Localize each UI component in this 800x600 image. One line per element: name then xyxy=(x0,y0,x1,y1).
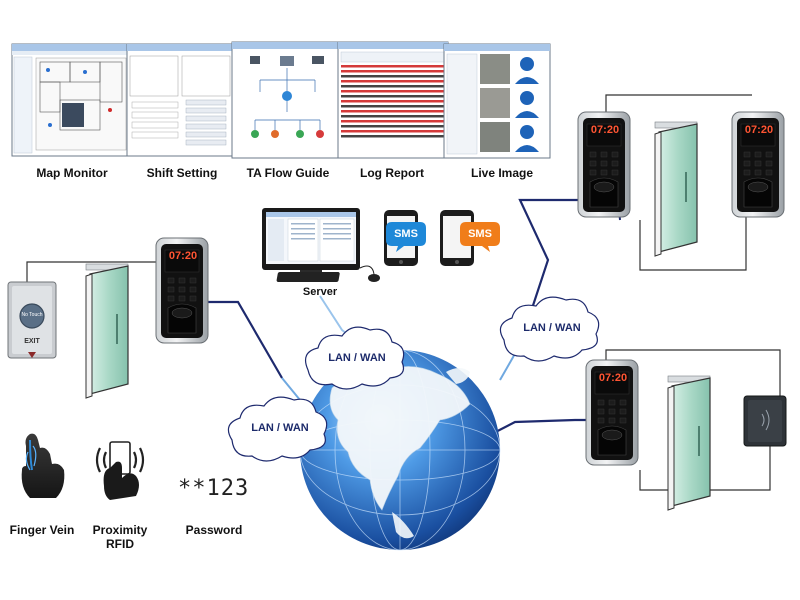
cloud-lan-wan-1 xyxy=(305,326,405,390)
software-screens xyxy=(11,41,551,159)
cloud-text-2: LAN / WAN xyxy=(251,422,309,434)
label-log-report: Log Report xyxy=(360,166,424,180)
cloud-lan-wan-2 xyxy=(227,396,328,462)
label-finger-vein: Finger Vein xyxy=(9,523,75,537)
clock-top-right-b: 07:20 xyxy=(744,124,774,136)
finger-vein-icon xyxy=(21,433,65,498)
cloud-lan-wan-3 xyxy=(499,296,600,362)
sms-phone-blue xyxy=(384,210,426,266)
screen-log-report[interactable] xyxy=(337,41,449,159)
exit-label: EXIT xyxy=(24,338,40,345)
screen-map-monitor[interactable] xyxy=(11,43,131,157)
label-password: Password xyxy=(185,523,243,537)
top-right-door xyxy=(654,121,698,257)
screen-shift-setting[interactable] xyxy=(126,43,236,157)
label-live-image: Live Image xyxy=(470,166,534,180)
screen-ta-flow-guide[interactable] xyxy=(231,41,343,159)
clock-left: 07:20 xyxy=(168,250,198,262)
exit-button[interactable] xyxy=(7,281,57,359)
cloud-text-1: LAN / WAN xyxy=(328,352,386,364)
left-door xyxy=(85,263,129,399)
person-icon xyxy=(515,57,539,152)
label-server: Server xyxy=(302,286,338,298)
label-ta-flow-guide: TA Flow Guide xyxy=(246,166,330,180)
label-shift-setting: Shift Setting xyxy=(146,166,218,180)
label-map-monitor: Map Monitor xyxy=(36,166,108,180)
sms-text-orange: SMS xyxy=(468,228,492,240)
screen-live-image[interactable] xyxy=(443,43,551,159)
sms-text-blue: SMS xyxy=(394,228,418,240)
rfid-reader[interactable] xyxy=(743,395,787,447)
label-proximity-line2: RFID xyxy=(106,537,134,551)
clock-bottom-right: 07:20 xyxy=(598,372,628,384)
cloud-text-3: LAN / WAN xyxy=(523,322,581,334)
server-computer[interactable] xyxy=(262,208,380,282)
bottom-right-door xyxy=(667,375,711,511)
clock-top-right-a: 07:20 xyxy=(590,124,620,136)
proximity-card-icon xyxy=(95,441,145,500)
sms-phone-orange xyxy=(440,210,500,266)
exit-button-text: No Touch xyxy=(21,312,43,318)
label-proximity-line1: Proximity xyxy=(92,523,148,537)
password-value: **123 xyxy=(178,476,250,501)
globe-internet xyxy=(299,349,501,551)
